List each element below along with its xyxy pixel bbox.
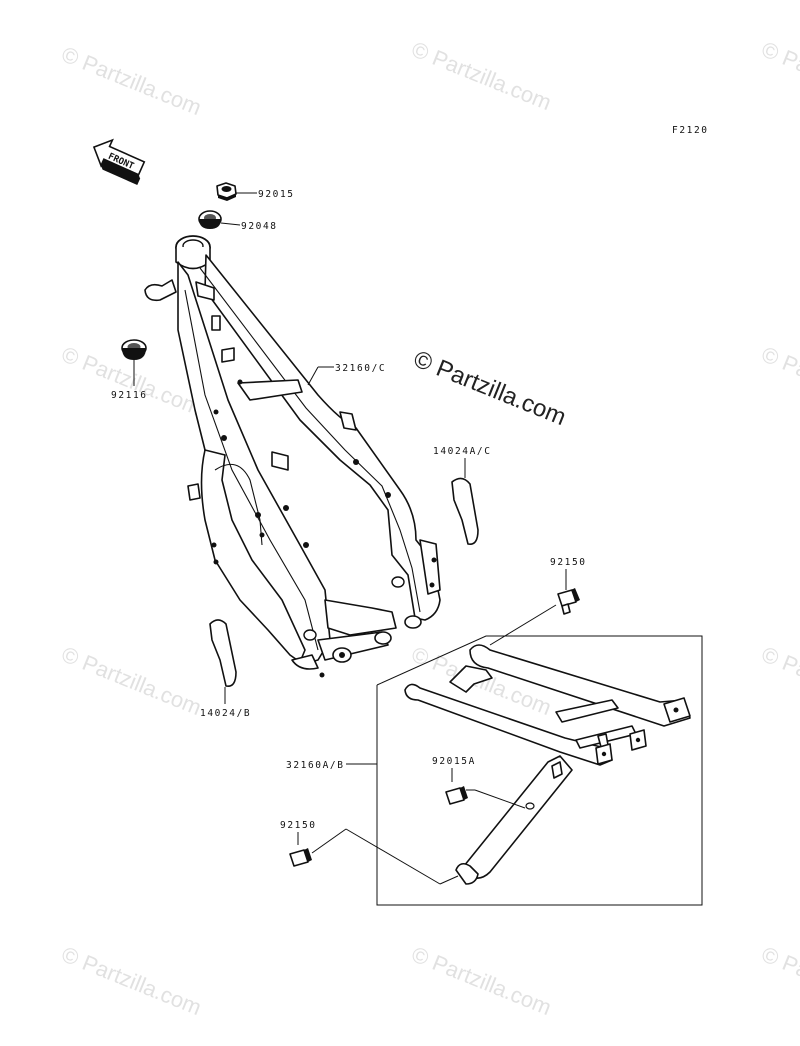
watermark-layer: © Partzilla.com © Partzilla.com © Partzi… (58, 36, 800, 1020)
main-frame-32160c: 32160/C (144, 235, 441, 678)
callout-92048: 92048 (241, 221, 278, 232)
center-watermark: © Partzilla.com (410, 346, 570, 432)
watermark-9: © Partzilla.com (58, 941, 205, 1020)
guard-14024ac: 14024A/C (433, 446, 492, 546)
diagram-code: F2120 (672, 125, 709, 136)
subframe-box: 32160A/B (286, 635, 703, 906)
callout-92015: 92015 (258, 189, 295, 200)
callout-92150-bottom: 92150 (280, 820, 317, 831)
watermark-1: © Partzilla.com (58, 41, 205, 120)
callout-92116: 92116 (111, 390, 148, 401)
guard-14024b: 14024/B (200, 619, 251, 719)
watermark-2: © Partzilla.com (408, 36, 555, 115)
watermark-10: © Partzilla.com (408, 941, 555, 1020)
callout-32160ab: 32160A/B (286, 760, 345, 771)
watermark-11: © Partzilla.com (758, 941, 800, 1020)
callout-32160c: 32160/C (335, 363, 386, 374)
watermark-6: © Partzilla.com (58, 641, 205, 720)
watermark-5: © Partzilla.com (758, 341, 800, 420)
subframe-32160ab (404, 644, 691, 885)
bolt-92015a: 92015A (432, 756, 526, 809)
watermark-8: © Partzilla.com (758, 641, 800, 720)
bearing-92048: 92048 (198, 210, 278, 232)
bearing-92116: 92116 (111, 339, 148, 401)
bolt-92150-top: 92150 (550, 557, 587, 615)
callout-92150-top: 92150 (550, 557, 587, 568)
callout-92015a: 92015A (432, 756, 476, 767)
bolt-92150-bottom: 92150 (280, 820, 459, 885)
callout-14024ac: 14024A/C (433, 446, 492, 457)
nut-92015: 92015 (216, 182, 295, 201)
watermark-3: © Partzilla.com (758, 36, 800, 115)
front-arrow-icon: FRONT (92, 138, 146, 186)
callout-14024b: 14024/B (200, 708, 251, 719)
